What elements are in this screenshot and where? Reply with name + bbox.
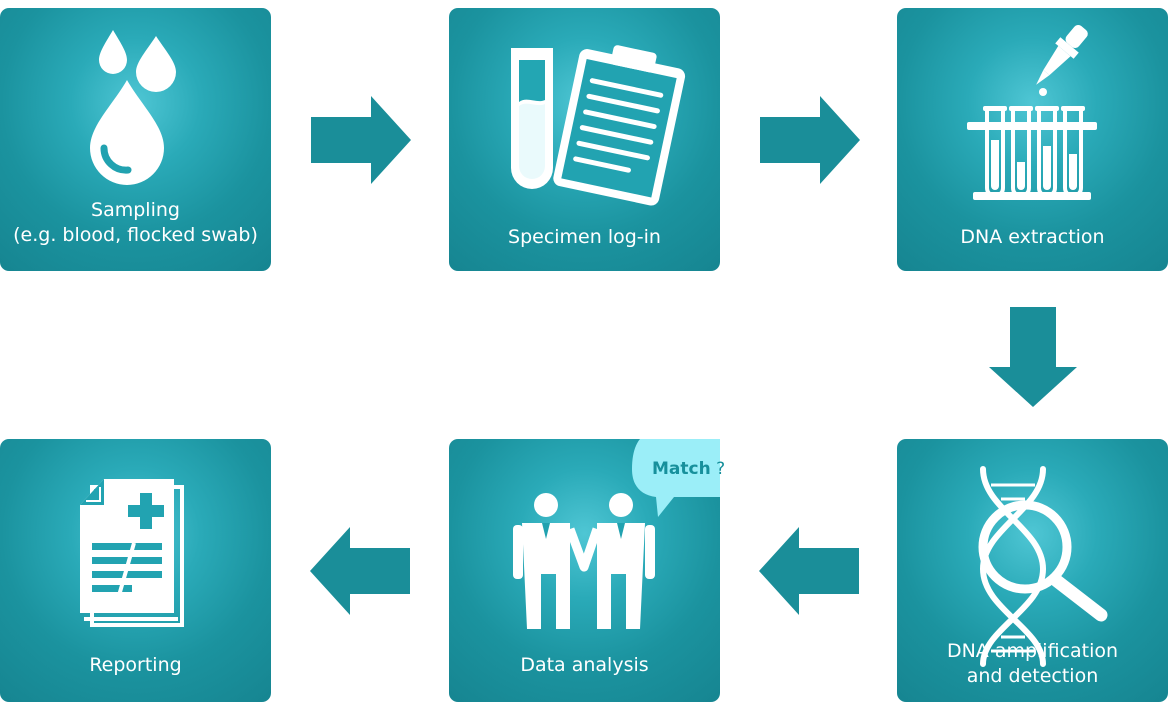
bubble-question-mark: ? [716,459,726,479]
step-reporting-tile: Reporting [0,439,271,702]
test-tube-clipboard-icon [511,45,686,206]
arrow-left-icon [759,527,859,615]
step-dna-amplification-label: DNA amplification and detection [946,640,1119,687]
step-sampling-label: Sampling (e.g. blood, flocked swab) [13,199,258,246]
step-dna-extraction-tile: DNA extraction [897,8,1168,271]
arrow-down-icon [989,307,1077,407]
step-sampling-tile: Sampling (e.g. blood, flocked swab) [0,8,271,271]
two-people-icon [513,493,655,629]
bubble-match-text: Match [652,459,711,479]
bubble-text: Match ? [652,459,725,479]
arrow-right-icon [311,96,411,184]
medical-report-icon [80,479,184,627]
arrow-left-icon [310,527,410,615]
step-reporting-label: Reporting [89,654,182,676]
pipette-test-tubes-icon [967,24,1097,200]
dna-magnifier-icon [978,466,1108,667]
arrow-right-icon [760,96,860,184]
step-dna-amplification-tile: DNA amplification and detection [897,439,1168,702]
match-speech-bubble [632,439,720,517]
step-dna-extraction-label: DNA extraction [960,226,1105,248]
step-specimen-login-tile: Specimen log-in [449,8,720,271]
blood-drops-icon [90,30,176,185]
step-specimen-login-label: Specimen log-in [508,226,661,248]
step-data-analysis-label: Data analysis [520,654,649,676]
